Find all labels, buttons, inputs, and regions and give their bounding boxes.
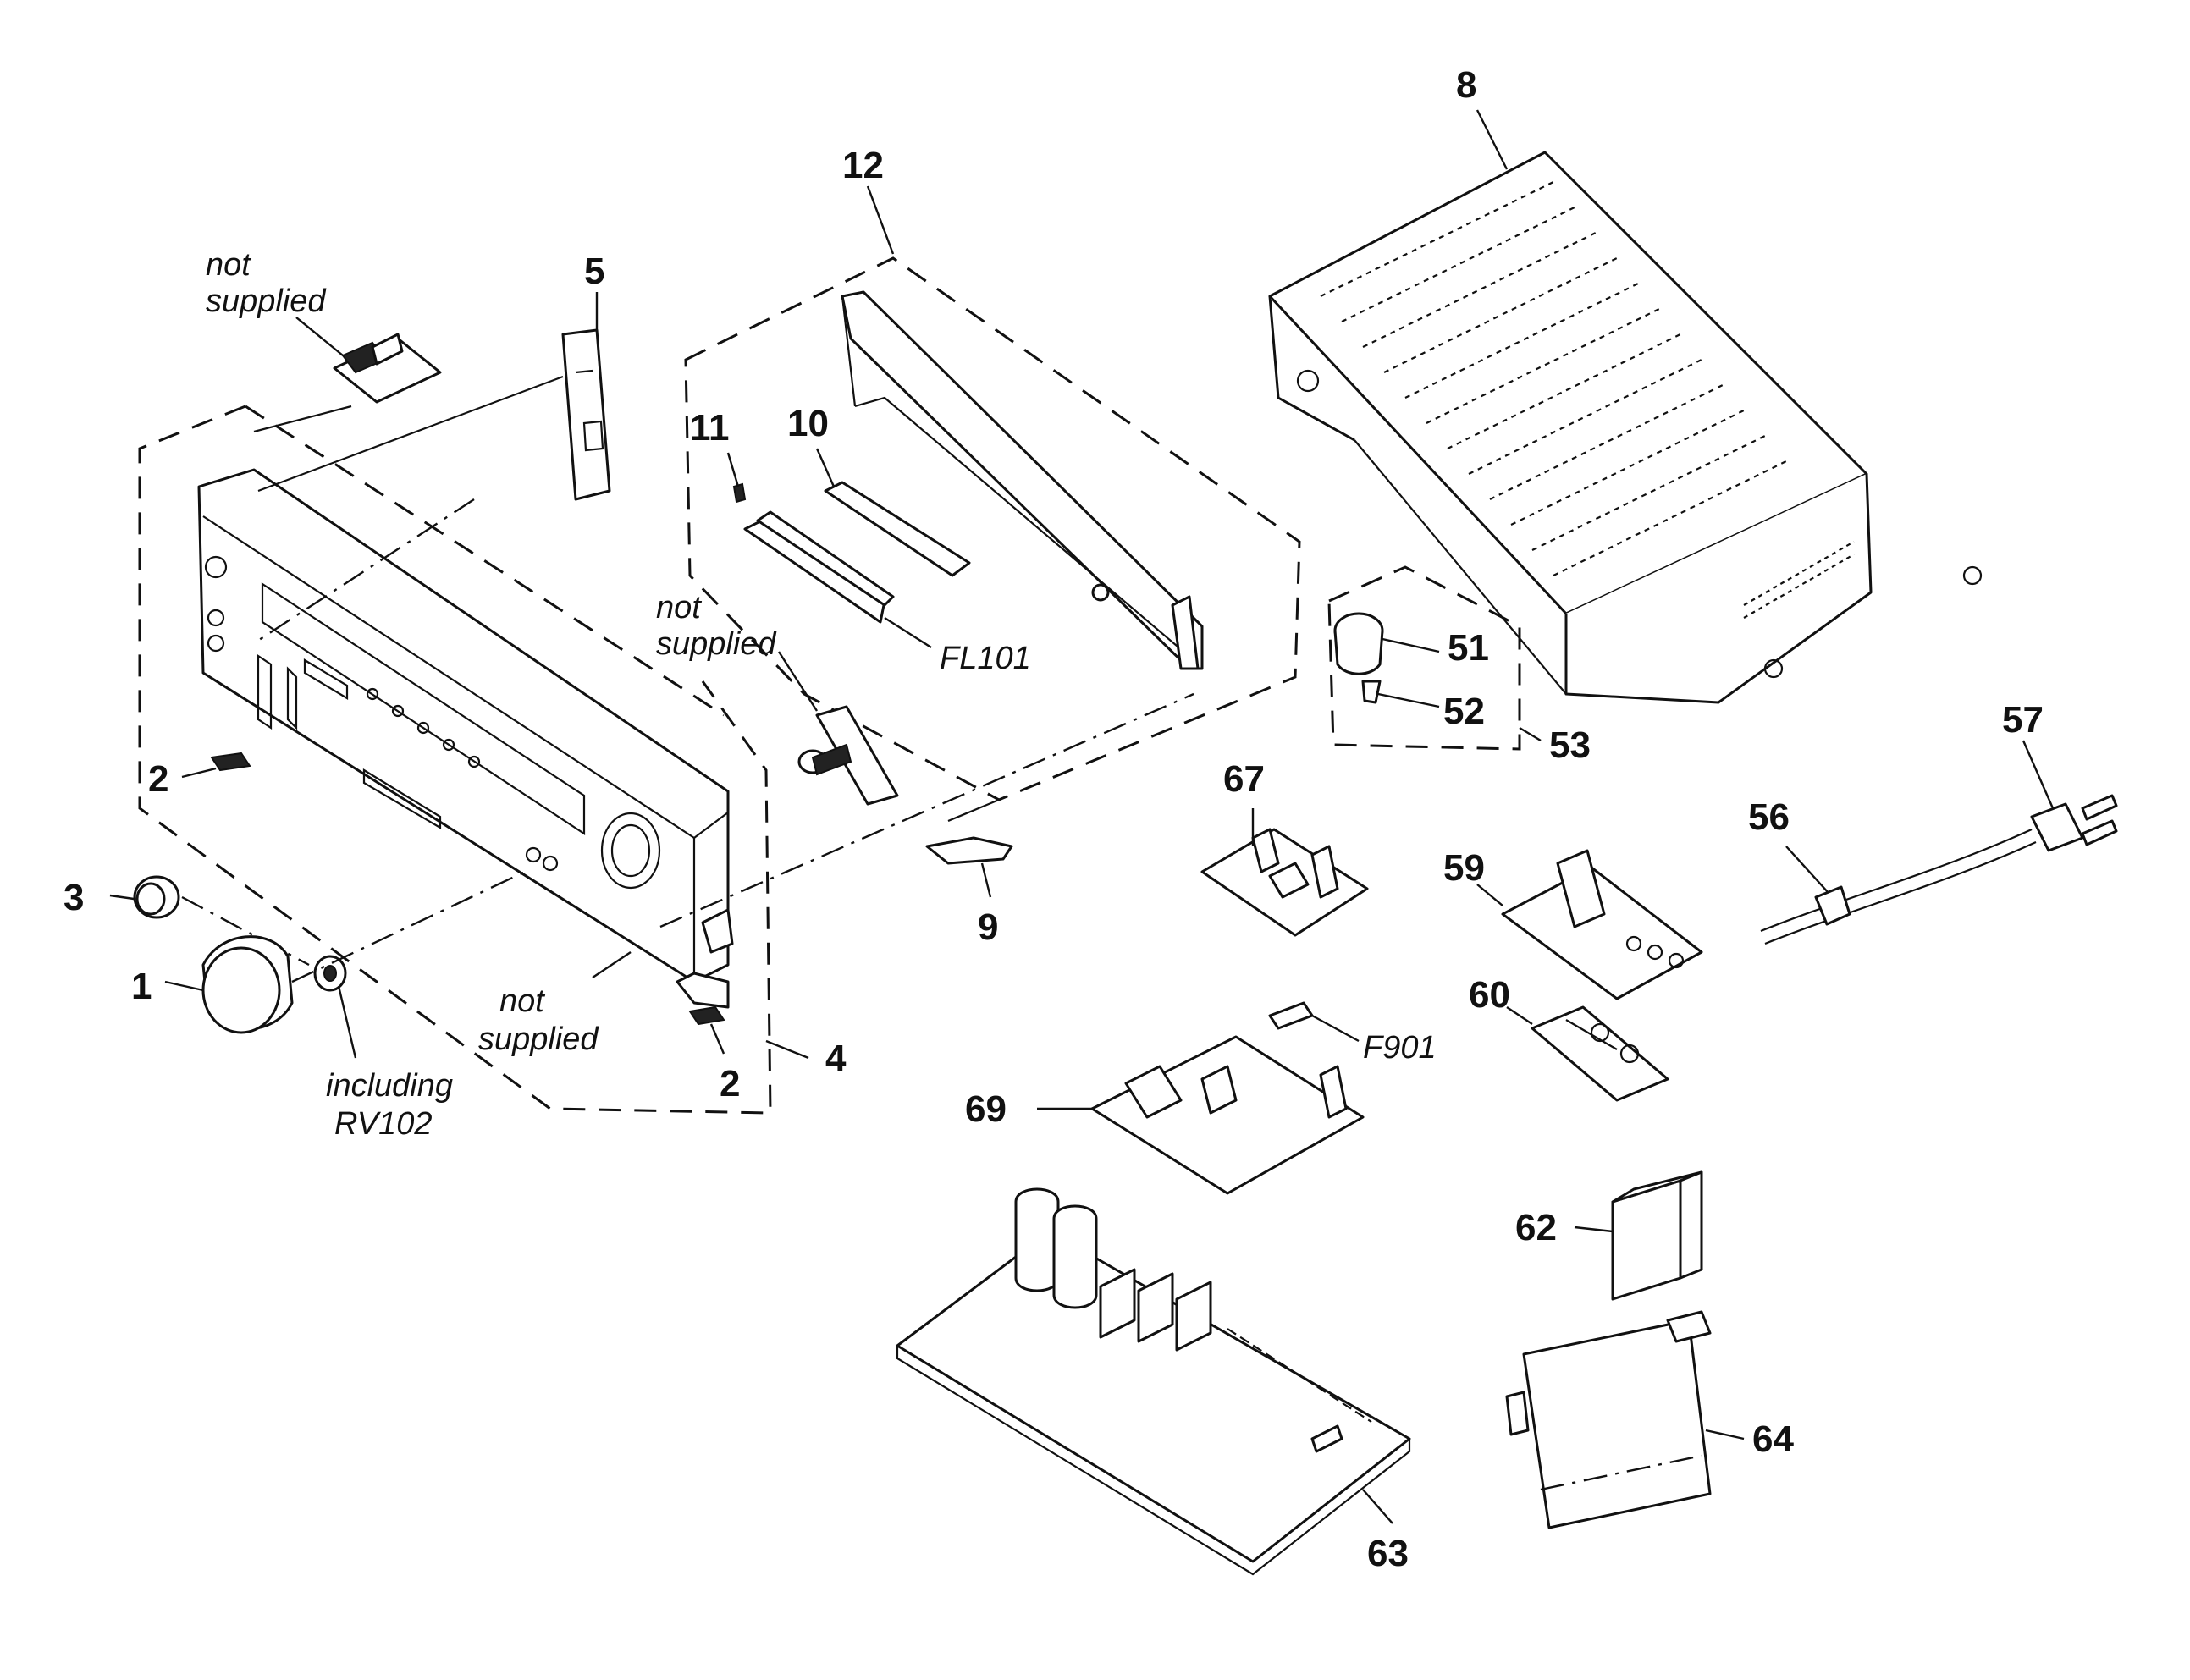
label-62: 62: [1515, 1207, 1557, 1248]
knob-nut: [313, 955, 347, 992]
leader-3: [109, 894, 135, 901]
label-51: 51: [1448, 627, 1489, 669]
label-8: 8: [1456, 64, 1476, 106]
note-not-supplied-top-2: supplied: [206, 284, 327, 319]
leader-not-supplied-bottom: [592, 951, 632, 978]
part-11-spacer: [732, 482, 747, 504]
part-51-rotary: [1333, 612, 1384, 675]
display-board: [841, 290, 1204, 670]
part-8-top-cover: [1268, 151, 1983, 704]
note-not-supplied-bottom-2: supplied: [478, 1022, 599, 1057]
leader-51: [1382, 637, 1440, 653]
label-57: 57: [2002, 699, 2044, 741]
label-11: 11: [690, 407, 730, 449]
group-53-outline: [1327, 565, 1521, 751]
part-63-main-board: [896, 1187, 1411, 1576]
front-panel-group-outline: [138, 405, 772, 1115]
leader-not-supplied-top: [295, 317, 344, 356]
leader-not-supplied-mid: [777, 651, 819, 712]
label-12: 12: [842, 145, 884, 186]
leader-4: [765, 1039, 809, 1060]
leader-59: [1476, 884, 1503, 906]
note-including: including: [326, 1068, 453, 1104]
part-52-clip: [1361, 680, 1382, 704]
part-2-foot-right: [688, 1005, 725, 1026]
leader-8: [1476, 109, 1509, 170]
leader-2-right: [709, 1023, 725, 1055]
leader-fl101: [884, 616, 932, 649]
leader-1: [164, 980, 204, 992]
part-2-foot-left: [210, 752, 251, 772]
label-69: 69: [965, 1088, 1007, 1130]
label-4: 4: [825, 1038, 847, 1079]
leader-2-left: [181, 767, 217, 779]
front-panel: [197, 468, 734, 1009]
conn-line-9: [947, 798, 1000, 823]
leader-10: [815, 448, 836, 487]
fl101-tube: [743, 510, 895, 624]
note-not-supplied-mid-1: not: [656, 590, 702, 625]
conn-line-top-board: [253, 405, 352, 433]
label-1: 1: [131, 966, 152, 1007]
part-67-board: [1200, 828, 1369, 937]
part-59-board: [1501, 849, 1703, 1000]
label-59: 59: [1443, 847, 1485, 889]
label-5: 5: [584, 251, 604, 292]
label-2-left: 2: [148, 758, 168, 800]
not-supplied-headphone-board: [333, 333, 442, 404]
leader-56: [1785, 846, 1829, 894]
leader-9: [980, 862, 992, 898]
leader-63: [1362, 1489, 1393, 1524]
note-not-supplied-mid-2: supplied: [656, 626, 777, 662]
power-cord: [1760, 794, 2118, 945]
note-not-supplied-bottom-1: not: [499, 983, 545, 1019]
leader-57: [2022, 740, 2055, 809]
part-69-board: [1090, 1035, 1365, 1195]
leader-62: [1574, 1226, 1614, 1233]
axis-display: [659, 692, 1194, 928]
label-3: 3: [63, 877, 84, 918]
label-56: 56: [1748, 796, 1790, 838]
leader-including: [337, 985, 357, 1059]
note-not-supplied-top-1: not: [206, 247, 251, 283]
label-10: 10: [787, 403, 829, 444]
leader-12: [866, 185, 895, 255]
label-60: 60: [1469, 974, 1510, 1016]
conn-line-5: [257, 375, 564, 493]
part-64-board: [1505, 1310, 1712, 1529]
label-9: 9: [978, 906, 998, 948]
note-rv102: RV102: [334, 1106, 433, 1142]
leader-53: [1519, 726, 1542, 742]
label-64: 64: [1752, 1418, 1794, 1460]
part-60-board: [1531, 1005, 1669, 1102]
label-53: 53: [1549, 724, 1591, 766]
not-supplied-encoder-board: [797, 705, 899, 806]
part-3-knob: [133, 875, 180, 919]
label-f901: F901: [1363, 1030, 1437, 1066]
label-63: 63: [1367, 1533, 1409, 1574]
part-1-volume-knob: [201, 935, 294, 1034]
label-2-right: 2: [720, 1063, 740, 1104]
leader-f901: [1311, 1014, 1360, 1043]
leader-64: [1705, 1429, 1745, 1440]
label-67: 67: [1223, 758, 1265, 800]
leader-60: [1506, 1006, 1533, 1025]
leader-52: [1377, 692, 1440, 708]
part-10-holder: [824, 481, 971, 577]
leader-11: [726, 452, 740, 487]
label-fl101: FL101: [940, 641, 1031, 676]
front-panel-group-outline-top: [245, 405, 725, 717]
part-5-board: [561, 328, 611, 501]
label-52: 52: [1443, 691, 1485, 732]
part-9-clip: [925, 836, 1013, 865]
part-62-relay: [1611, 1170, 1703, 1301]
display-group-outline: [684, 256, 1301, 801]
f901-fuse: [1268, 1001, 1314, 1030]
